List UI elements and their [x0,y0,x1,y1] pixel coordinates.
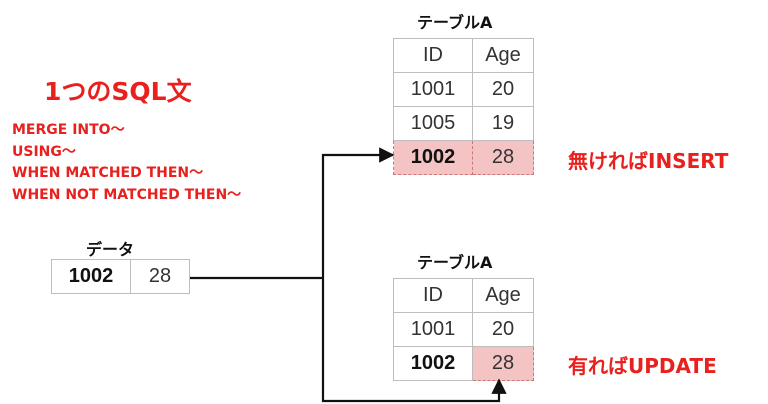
insert-note: 無ければINSERT [568,149,729,173]
table-bottom: ID Age 1001 20 1002 28 [393,278,534,381]
table-row: 1005 19 [393,106,534,141]
sql-line-when-matched: WHEN MATCHED THEN～ [12,165,204,181]
cell-age: 19 [472,106,534,141]
insert-arrow [321,147,395,278]
cell-age: 20 [472,312,534,347]
inserted-row: 1002 28 [393,140,534,175]
table-row: 1001 20 [393,312,534,347]
headline: 1つのSQL文 [44,77,192,106]
cell-age: 28 [472,140,534,175]
data-id-cell: 1002 [51,259,131,294]
updated-age-cell: 28 [472,346,534,381]
header-id: ID [393,278,473,313]
updated-row: 1002 28 [393,346,534,381]
update-note: 有ればUPDATE [568,354,717,378]
data-row: 1002 28 [51,259,190,294]
table-top-caption: テーブルA [417,13,493,32]
cell-id: 1002 [393,140,473,175]
sql-line-using: USING～ [12,143,76,160]
table-top: ID Age 1001 20 1005 19 1002 28 [393,38,534,175]
sql-line-when-not-matched: WHEN NOT MATCHED THEN～ [12,186,242,203]
data-table: 1002 28 [51,259,190,294]
cell-id: 1005 [393,106,473,141]
header-age: Age [472,38,534,73]
data-caption: データ [86,240,135,259]
cell-age: 20 [472,72,534,107]
sql-statement: MERGE INTO～ USING～ WHEN MATCHED THEN～ WH… [12,120,241,206]
cell-id: 1002 [393,346,473,381]
data-age-cell: 28 [130,259,190,294]
header-id: ID [393,38,473,73]
table-bottom-caption: テーブルA [417,253,493,272]
update-arrow [321,278,507,403]
sql-line-merge: MERGE INTO～ [12,122,125,138]
table-top-header-row: ID Age [393,38,534,73]
